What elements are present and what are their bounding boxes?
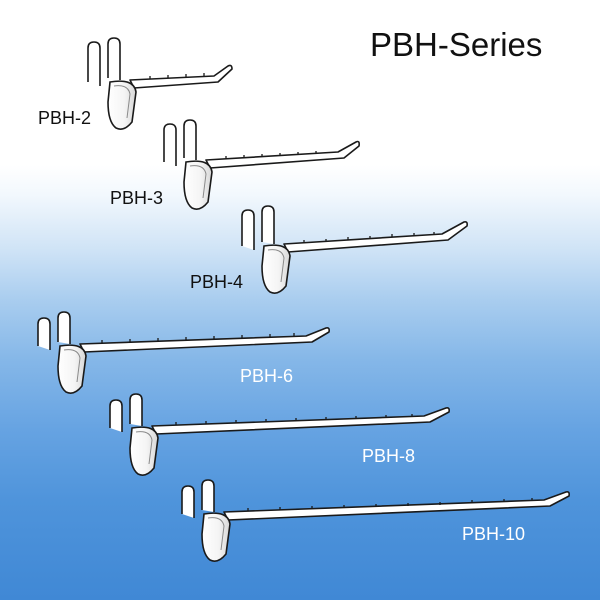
hook-pbh-8 xyxy=(109,393,450,476)
hook-pbh-6 xyxy=(37,311,330,394)
label-pbh-8: PBH-8 xyxy=(362,446,416,466)
hook-pbh-4 xyxy=(241,205,468,294)
hook-pbh-2 xyxy=(87,37,233,130)
label-pbh-4: PBH-4 xyxy=(190,272,244,292)
label-pbh-3: PBH-3 xyxy=(110,188,164,208)
label-pbh-2: PBH-2 xyxy=(38,108,92,128)
label-pbh-6: PBH-6 xyxy=(240,366,294,386)
hook-pbh-10 xyxy=(181,479,570,562)
hook-pbh-3 xyxy=(163,119,360,210)
series-title: PBH-Series xyxy=(370,26,543,63)
label-pbh-10: PBH-10 xyxy=(462,524,526,544)
